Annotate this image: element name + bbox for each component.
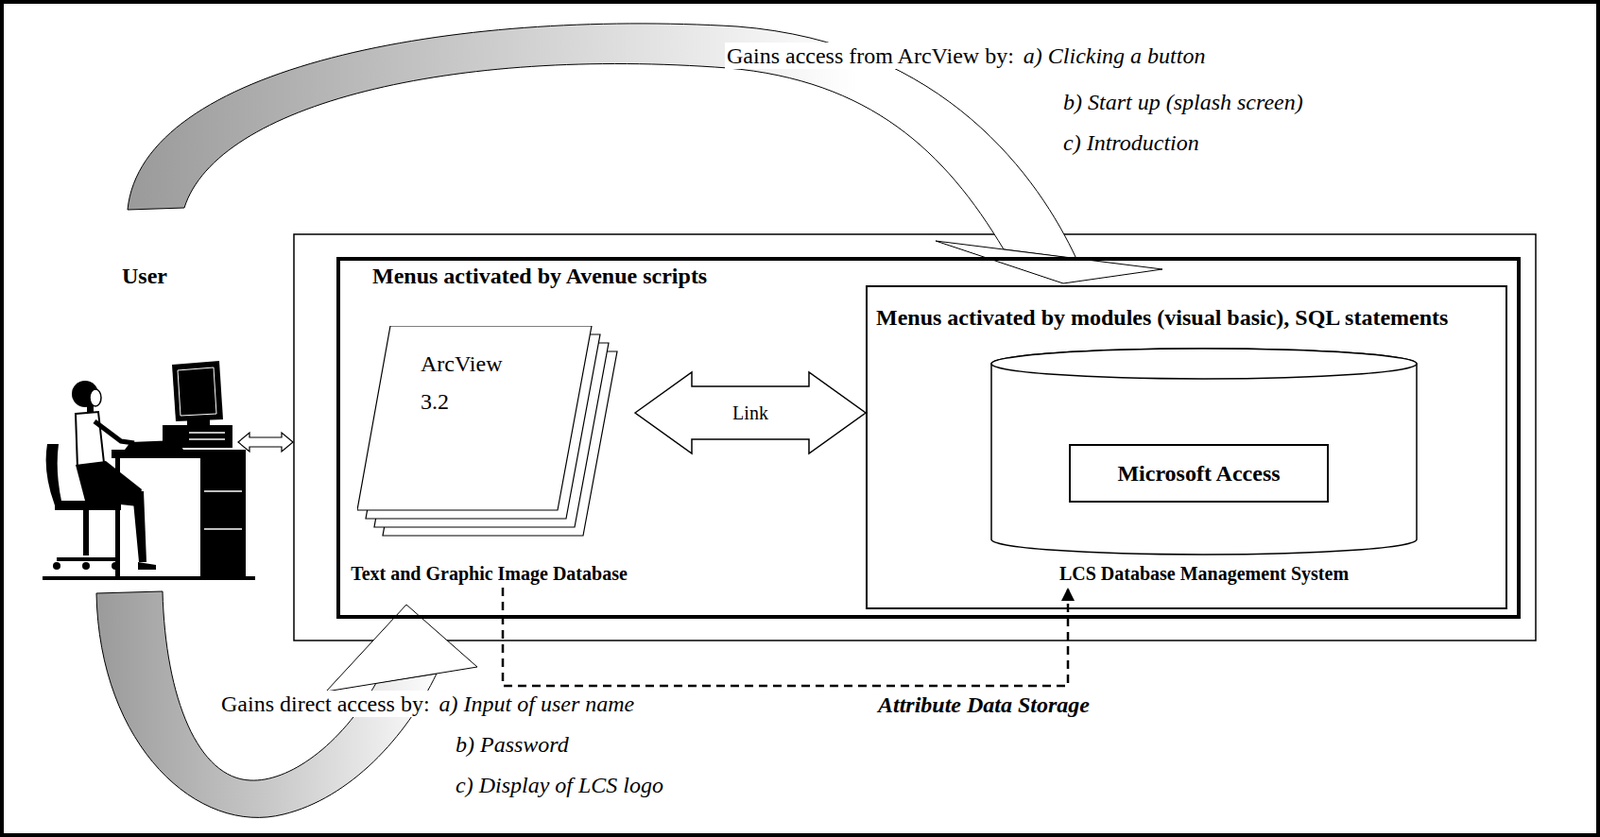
process-box: Microsoft Access xyxy=(1068,444,1329,503)
access-step: c) Display of LCS logo xyxy=(453,772,666,799)
access-step: a) Input of user name xyxy=(437,690,637,718)
document-stack: ArcView 3.2Text and Graphic Image Databa… xyxy=(343,326,636,588)
page-sheet xyxy=(357,326,592,511)
database-cylinder: LCS Database Management System Microsoft … xyxy=(989,346,1419,588)
curved-access-arrow xyxy=(96,591,437,818)
system-box: Menus activated by Avenue scriptsArcView… xyxy=(336,257,1521,620)
box-caption: Text and Graphic Image Database xyxy=(350,561,628,586)
dbms-box: Menus activated by modules (visual basic… xyxy=(865,285,1508,610)
edge-label: Attribute Data Storage xyxy=(876,691,1092,719)
access-note: Gains direct access by: xyxy=(219,690,432,718)
access-step: c) Introduction xyxy=(1061,129,1202,156)
box-heading: Menus activated by Avenue scripts xyxy=(372,262,707,290)
actor-label: User xyxy=(120,262,170,290)
box-caption: LCS Database Management System xyxy=(1059,561,1349,586)
cylinder-top xyxy=(991,348,1417,379)
arrow-head xyxy=(935,240,1163,284)
cylinder-body xyxy=(991,348,1417,555)
access-step: b) Password xyxy=(453,731,571,758)
edge-label: Link xyxy=(730,401,771,425)
box-label: ArcView 3.2 xyxy=(420,344,516,421)
curved-access-arrow xyxy=(127,23,1077,259)
box-heading: Menus activated by modules (visual basic… xyxy=(874,304,1450,331)
system-frame xyxy=(293,234,1536,641)
access-step: b) Start up (splash screen) xyxy=(1061,88,1306,116)
user-illustration xyxy=(42,361,256,581)
data-flow-arrow xyxy=(502,587,1068,687)
user-interaction-arrow xyxy=(238,432,293,452)
access-step: a) Clicking a button xyxy=(1021,42,1208,69)
access-note: Gains access from ArcView by: xyxy=(724,42,1016,69)
link-arrow xyxy=(635,372,866,454)
box-label: Microsoft Access xyxy=(1117,460,1280,487)
